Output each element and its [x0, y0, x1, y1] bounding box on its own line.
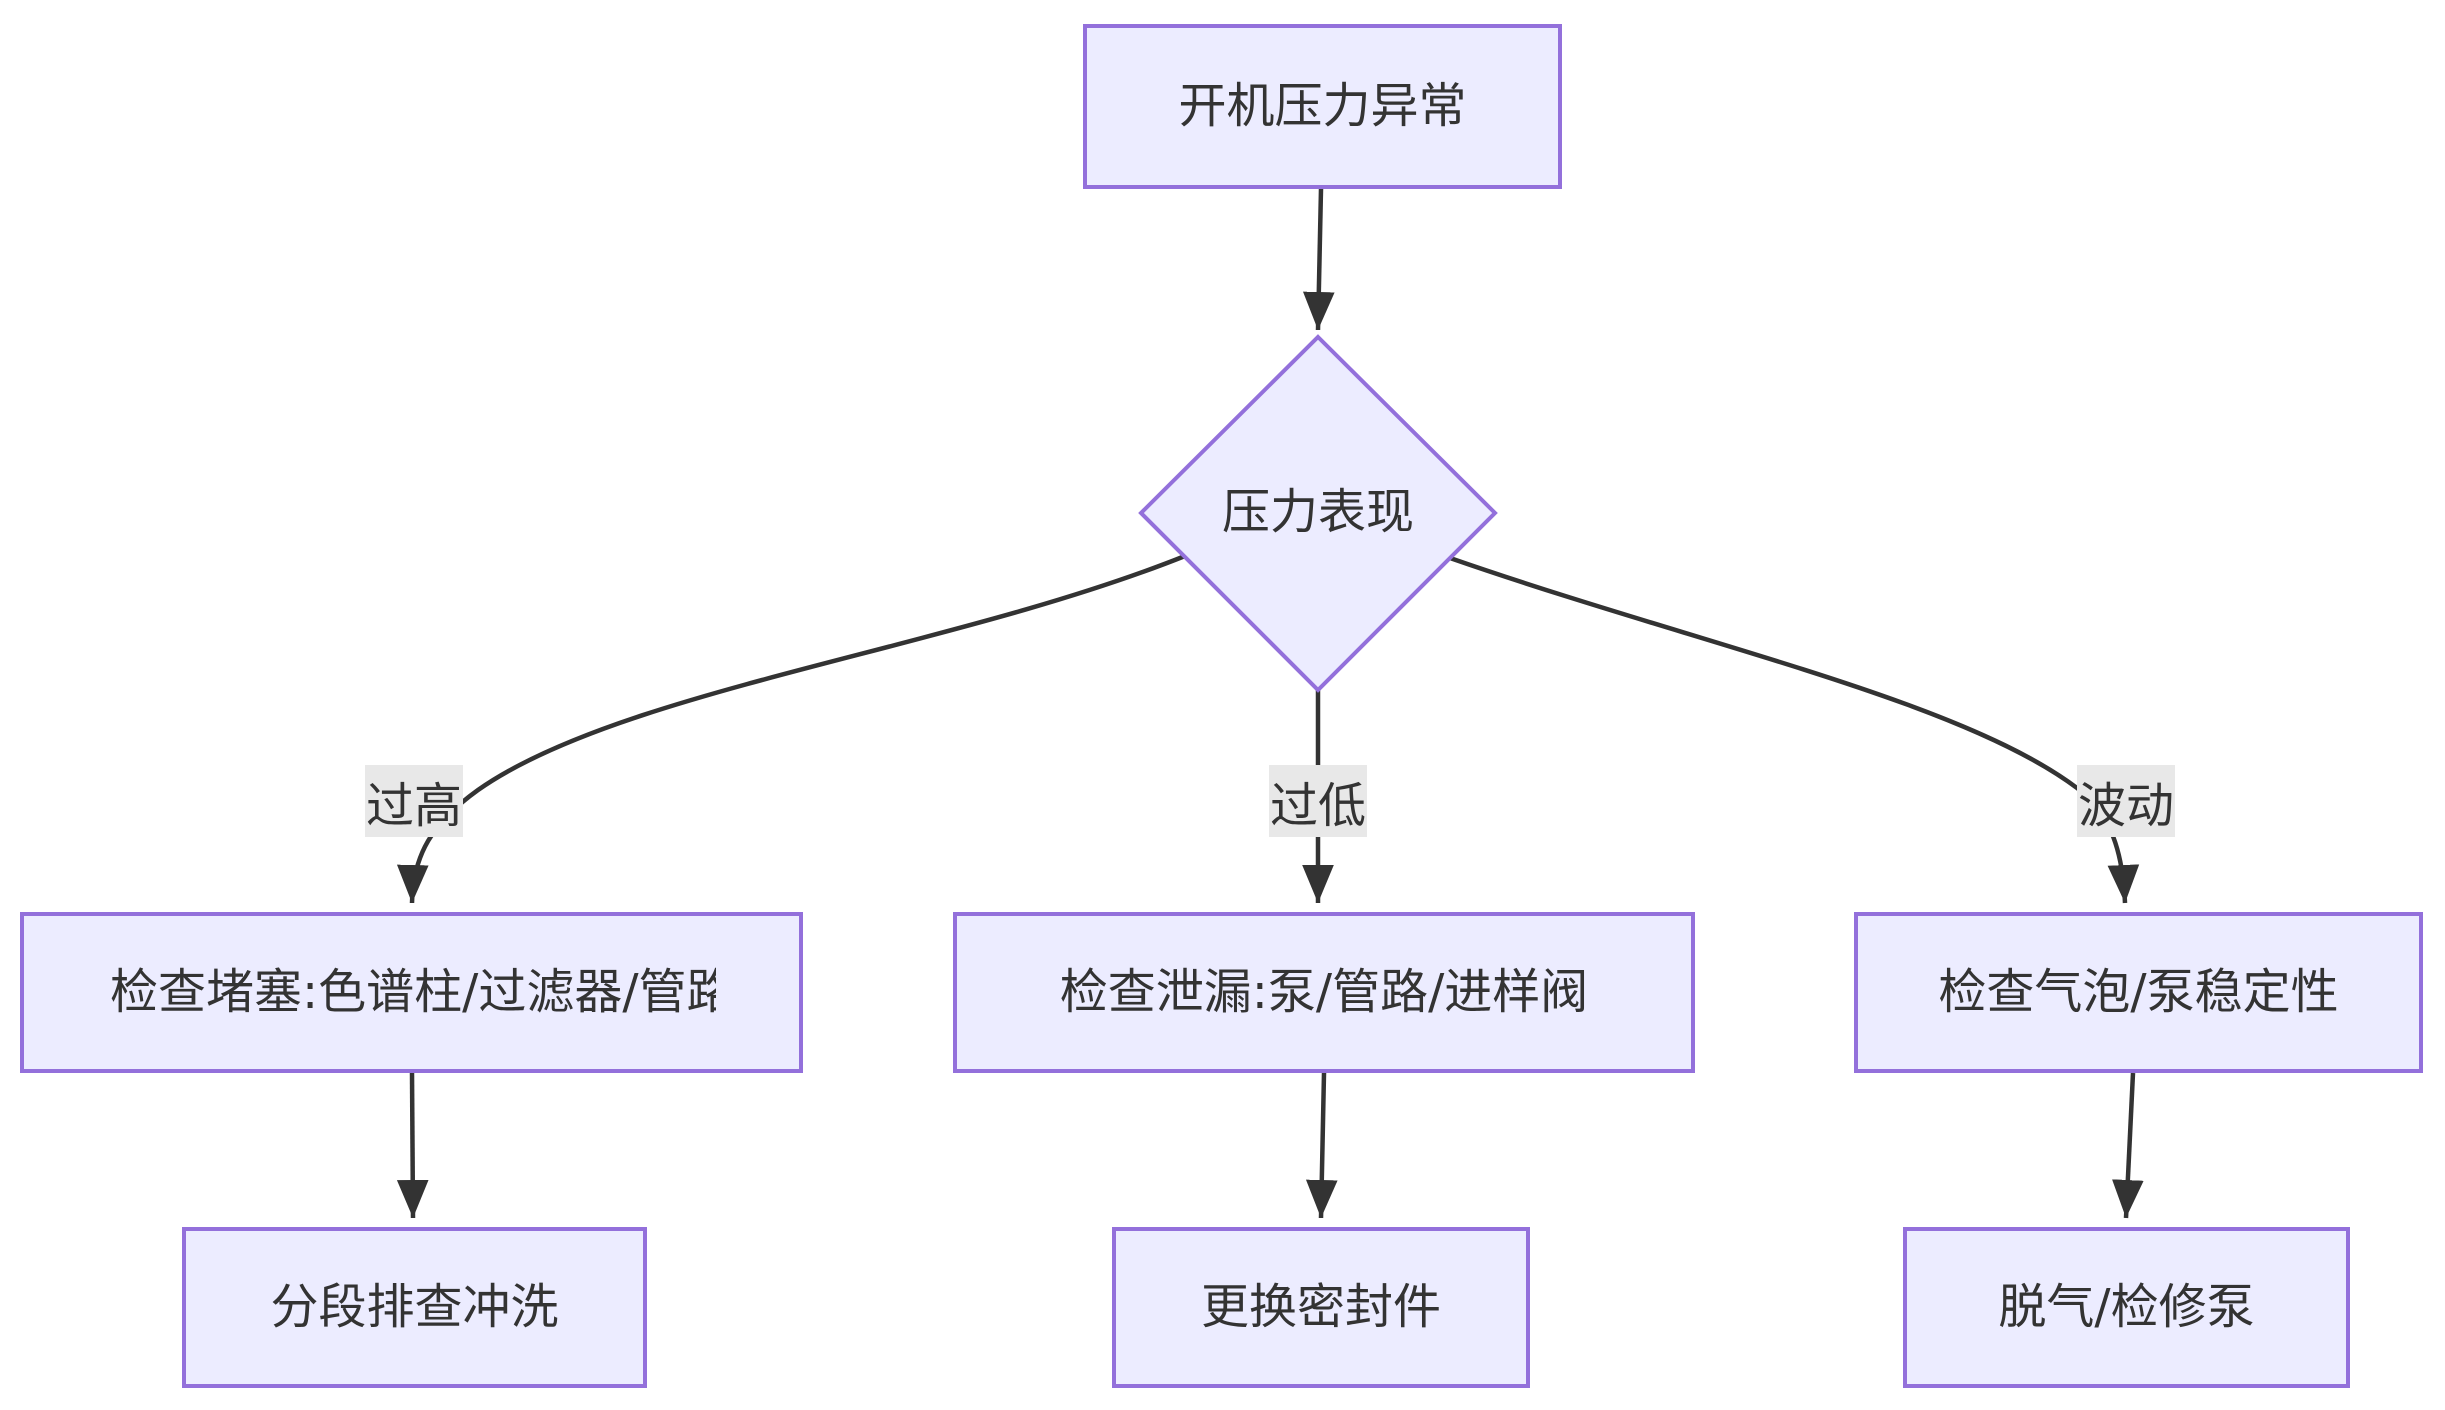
- edge-start-decision: [1302, 188, 1335, 331]
- node-check-leak-label: 检查泄漏:泵/管路/进样阀: [1059, 963, 1589, 1020]
- node-check-blockage-label: 检查堵塞:色谱柱/过滤器/管路: [110, 963, 716, 1020]
- node-start-label: 开机压力异常: [1178, 77, 1467, 134]
- node-start: 开机压力异常: [1083, 24, 1562, 189]
- node-degas-label: 脱气/检修泵: [1998, 1278, 2255, 1335]
- edge-label-too-low: 过低: [1269, 765, 1367, 837]
- edge-label-too-low-text: 过低: [1269, 778, 1366, 834]
- edge-decision-blockage: [396, 553, 1186, 904]
- node-check-bubble: 检查气泡/泵稳定性: [1854, 912, 2423, 1073]
- node-flush: 分段排查冲洗: [182, 1227, 647, 1388]
- edge-decision-bubble: [1449, 555, 2140, 904]
- node-decision-label: 压力表现: [1221, 484, 1414, 541]
- node-replace-seal-label: 更换密封件: [1200, 1278, 1441, 1335]
- decision-diamond-shape: [1138, 334, 1498, 693]
- node-check-leak: 检查泄漏:泵/管路/进样阀: [953, 912, 1695, 1073]
- node-decision: 压力表现: [1143, 483, 1493, 543]
- node-flush-label: 分段排查冲洗: [270, 1278, 559, 1335]
- edge-label-fluctuation: 波动: [2077, 765, 2175, 837]
- node-degas: 脱气/检修泵: [1903, 1227, 2350, 1388]
- edge-label-fluctuation-text: 波动: [2077, 778, 2174, 834]
- edge-leak-seal: [1305, 1072, 1338, 1219]
- node-check-blockage: 检查堵塞:色谱柱/过滤器/管路: [20, 912, 803, 1073]
- edge-label-too-high-text: 过高: [365, 778, 462, 834]
- edge-bubble-degas: [2112, 1072, 2144, 1219]
- edge-label-too-high: 过高: [365, 765, 463, 837]
- edge-blockage-flush: [396, 1072, 429, 1219]
- node-replace-seal: 更换密封件: [1112, 1227, 1530, 1388]
- node-check-bubble-label: 检查气泡/泵稳定性: [1938, 963, 2339, 1020]
